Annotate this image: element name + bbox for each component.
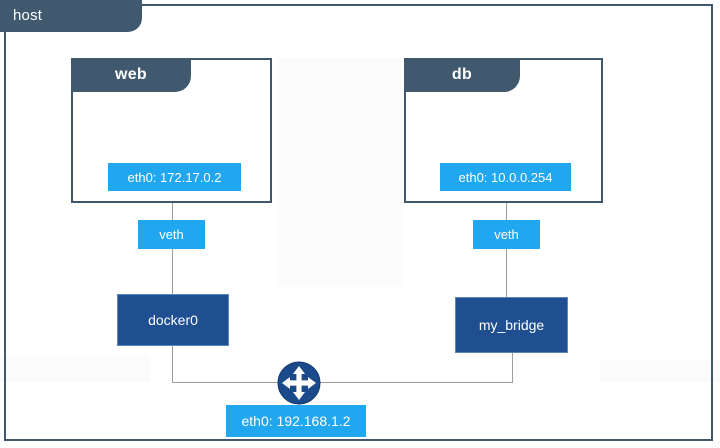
bridge-box-docker0: docker0: [117, 294, 229, 346]
host-container-boundary: [4, 4, 713, 441]
connector-db-to-veth: [506, 203, 507, 221]
container-label-db: db: [404, 58, 520, 92]
interface-label-db-eth0: eth0: 10.0.0.254: [440, 163, 571, 191]
container-label-web: web: [71, 58, 191, 92]
connector-veth-to-my-bridge: [506, 248, 507, 298]
interface-label-host-eth0: eth0: 192.168.1.2: [226, 405, 366, 437]
connector-veth-to-docker0: [172, 248, 173, 295]
interface-label-web-eth0: eth0: 172.17.0.2: [108, 163, 241, 191]
connector-my-bridge-to-bus: [512, 352, 513, 383]
four-way-arrow-router-icon: [277, 361, 321, 405]
connector-docker0-to-bus: [172, 346, 173, 383]
connector-bottom-bus: [172, 382, 513, 383]
connector-web-to-veth: [172, 203, 173, 221]
host-label-tab: host: [0, 0, 142, 32]
veth-label-right: veth: [473, 220, 540, 249]
veth-label-left: veth: [138, 220, 205, 249]
bridge-box-my-bridge: my_bridge: [455, 297, 568, 353]
